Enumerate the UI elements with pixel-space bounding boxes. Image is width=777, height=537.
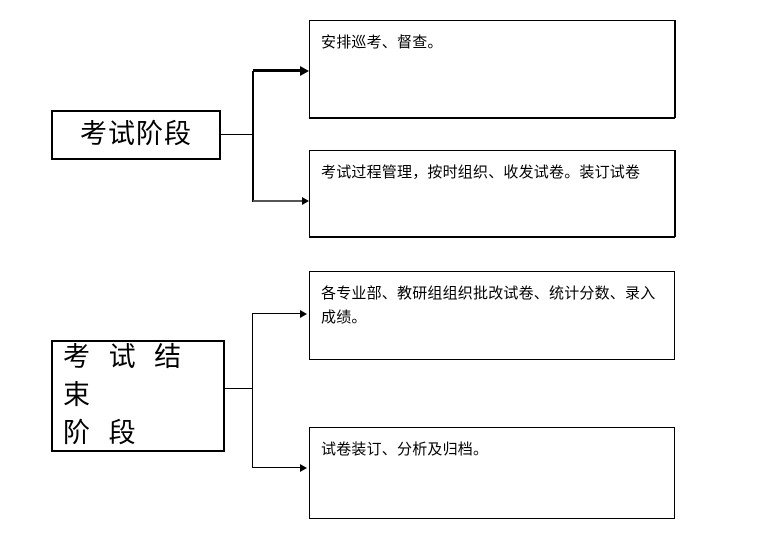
connector-spine-post-exam-phase [252, 313, 253, 468]
phase-label-exam-phase: 考试阶段 [80, 118, 192, 150]
task-text-post-exam-task-1: 各专业部、教研组组织批改试卷、统计分数、录入成绩。 [321, 284, 656, 327]
arrowhead-post-exam-task-2 [300, 464, 307, 472]
task-box-post-exam-task-1[interactable]: 各专业部、教研组组织批改试卷、统计分数、录入成绩。 [309, 271, 675, 360]
task-text-exam-task-2: 考试过程管理，按时组织、收发试卷。装订试卷 [321, 163, 641, 181]
connector-arrow-line-post-exam-task-2 [253, 467, 303, 468]
connector-stub-exam-phase [221, 134, 254, 135]
phase-box-post-exam-phase[interactable]: 考 试 结 束阶 段 [51, 340, 225, 452]
connector-arrow-line-post-exam-task-1 [253, 313, 303, 314]
arrowhead-exam-task-1 [300, 66, 309, 76]
connector-stub-post-exam-phase [225, 388, 253, 389]
task-box-exam-task-2[interactable]: 考试过程管理，按时组织、收发试卷。装订试卷 [309, 150, 675, 237]
arrowhead-post-exam-task-1 [300, 310, 307, 318]
phase-label-line-1: 考 试 结 束 [63, 341, 187, 411]
phase-box-exam-phase[interactable]: 考试阶段 [51, 110, 221, 160]
arrowhead-exam-task-2 [302, 197, 309, 205]
connector-spine-exam-phase [252, 71, 254, 202]
phase-label-line-2: 阶 段 [63, 418, 141, 450]
task-text-post-exam-task-2: 试卷装订、分析及归档。 [321, 440, 489, 458]
task-box-post-exam-task-2[interactable]: 试卷装订、分析及归档。 [309, 427, 675, 519]
connector-arrow-line-exam-task-2 [253, 200, 305, 202]
connector-arrow-line-exam-task-1 [253, 69, 303, 72]
task-text-exam-task-1: 安排巡考、督查。 [321, 33, 443, 51]
phase-label-post-exam-phase: 考 试 结 束阶 段 [53, 339, 223, 454]
task-box-exam-task-1[interactable]: 安排巡考、督查。 [309, 20, 675, 118]
